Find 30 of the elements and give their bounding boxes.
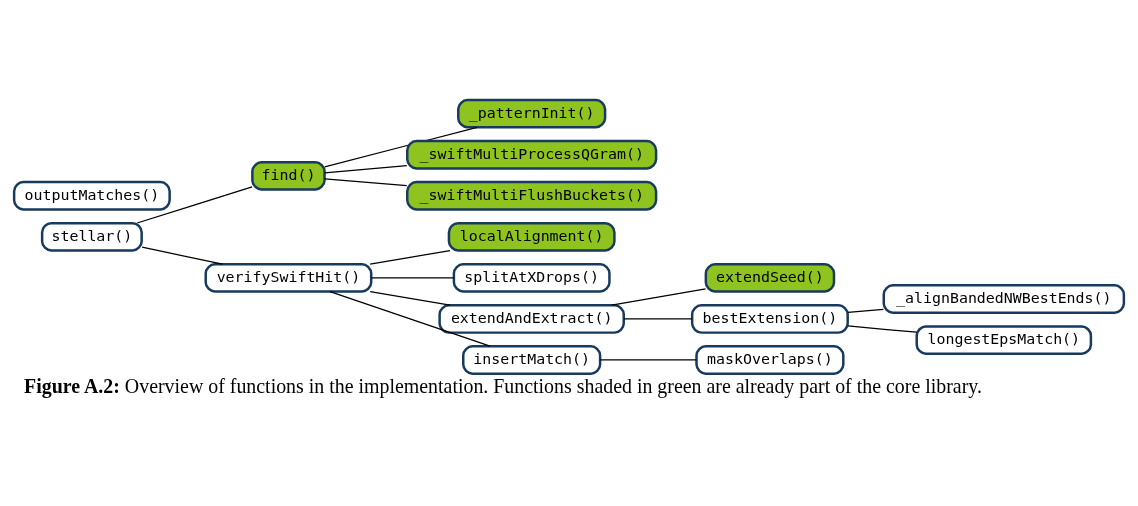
connector: [847, 308, 885, 313]
connector: [136, 186, 253, 224]
node-box: verifySwiftHit(): [204, 262, 373, 293]
connector: [623, 318, 693, 320]
node-box: _alignBandedNWBestEnds(): [882, 284, 1126, 314]
node-box: localAlignment(): [447, 221, 616, 252]
connector: [141, 246, 224, 265]
connector: [369, 249, 451, 265]
node-box: _swiftMultiProcessQGram(): [406, 139, 658, 170]
node-box: _swiftMultiFlushBuckets(): [406, 180, 658, 211]
connector: [324, 164, 408, 174]
node-box: bestExtension(): [690, 304, 849, 334]
connector: [599, 359, 697, 361]
caption: Figure A.2: Overview of functions in the implementation. Functions shaded in green are already part of the core library.: [24, 375, 982, 398]
node-box: extendAndExtract(): [438, 304, 625, 334]
node-box: insertMatch(): [462, 345, 602, 375]
connector: [329, 291, 491, 347]
node-box: extendSeed(): [704, 262, 836, 293]
connector: [370, 277, 455, 279]
node-box: splitAtXDrops(): [452, 262, 611, 293]
connector: [324, 178, 408, 187]
connector: [369, 291, 451, 306]
connector: [611, 288, 707, 306]
connector: [847, 325, 918, 333]
node-box: outputMatches(): [12, 180, 171, 211]
node-box: maskOverlaps(): [695, 345, 845, 375]
node-box: find(): [251, 160, 326, 191]
node-box: _patternInit(): [457, 98, 607, 129]
node-box: stellar(): [40, 221, 143, 252]
node-box: longestEpsMatch(): [915, 325, 1093, 355]
